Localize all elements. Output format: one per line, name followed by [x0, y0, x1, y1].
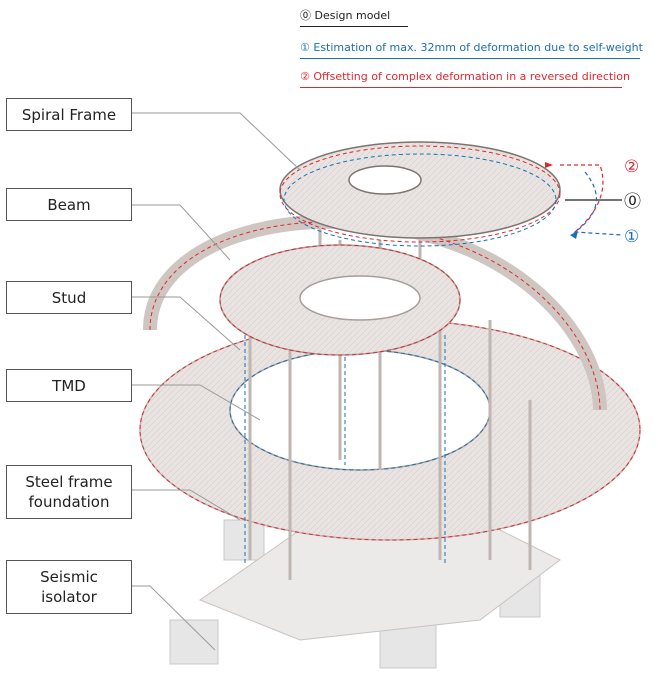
legend-text: Offsetting of complex deformation in a r… — [313, 70, 630, 83]
label-text: Spiral Frame — [21, 105, 117, 124]
legend-underline-offset — [300, 87, 622, 88]
legend-item-design-model: ⓪ Design model — [300, 8, 390, 24]
legend-underline-design — [300, 26, 408, 27]
top-ring — [279, 141, 561, 247]
label-steel-frame-foundation: Steel frame foundation — [6, 465, 132, 519]
lower-ring — [139, 319, 641, 541]
label-text: Steel frame foundation — [25, 473, 113, 511]
legend-text: Design model — [314, 9, 391, 22]
label-text: Stud — [51, 288, 87, 307]
legend-item-self-weight: ① Estimation of max. 32mm of deformation… — [300, 40, 643, 56]
label-spiral-frame: Spiral Frame — [6, 98, 132, 131]
deformation-indicators — [545, 162, 623, 239]
legend-text: Estimation of max. 32mm of deformation d… — [313, 41, 643, 54]
legend-item-offset: ② Offsetting of complex deformation in a… — [300, 69, 630, 85]
label-beam: Beam — [6, 188, 132, 221]
label-text: TMD — [52, 376, 86, 395]
legend-marker: ⓪ — [300, 9, 311, 22]
marker-design: ⓪ — [624, 192, 641, 212]
label-seismic-isolator: Seismic isolator — [6, 560, 132, 614]
spiral-band — [143, 214, 607, 411]
foundation-base — [169, 519, 561, 669]
marker-self-weight: ① — [624, 227, 639, 247]
label-text: Seismic isolator — [40, 568, 98, 606]
legend-marker: ① — [300, 41, 310, 54]
label-text: Beam — [47, 195, 91, 214]
marker-offset: ② — [624, 157, 639, 177]
legend-underline-self-weight — [300, 58, 640, 59]
label-stud: Stud — [6, 281, 132, 314]
middle-ring — [219, 244, 461, 356]
leader-lines — [132, 112, 301, 651]
legend-marker: ② — [300, 70, 310, 83]
label-tmd: TMD — [6, 369, 132, 402]
